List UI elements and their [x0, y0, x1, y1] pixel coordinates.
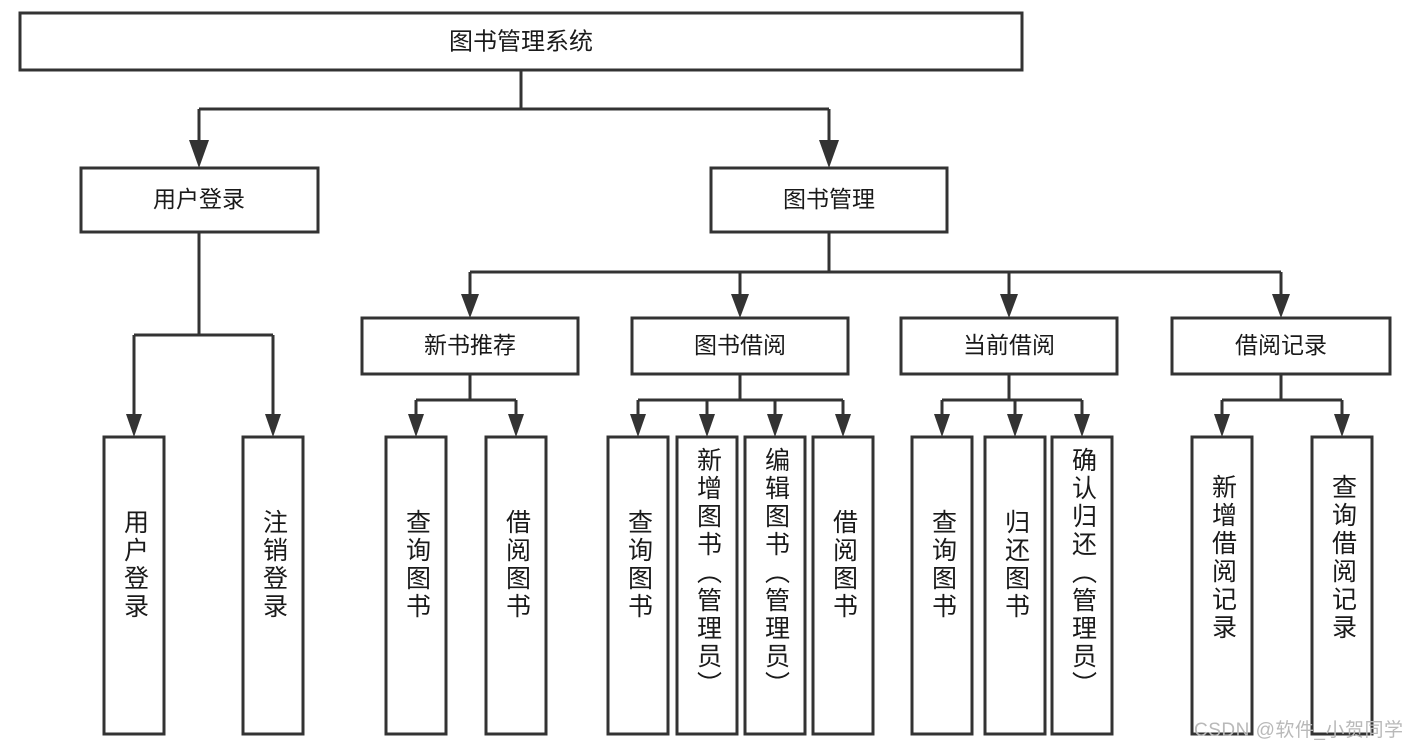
node-borrow-record-box[interactable]: [1170, 316, 1392, 376]
leaf-node-group: [102, 435, 1374, 736]
node-current-borrow-label: 当前借阅: [963, 332, 1055, 358]
leaf-query-book-current-box[interactable]: [910, 435, 974, 736]
arrow-to-leaf-return-book: [1007, 414, 1023, 437]
leaf-borrow-book-box[interactable]: [811, 435, 875, 736]
node-current-borrow[interactable]: 当前借阅: [899, 316, 1119, 376]
node-user-login-label: 用户登录: [153, 186, 245, 212]
node-borrow-record[interactable]: 借阅记录: [1170, 316, 1392, 376]
root-node[interactable]: 图书管理系统: [18, 11, 1024, 72]
arrow-to-current-borrow: [1000, 294, 1018, 318]
arrow-to-leaf-confirm-return-admin: [1074, 414, 1090, 437]
arrow-to-leaf-query-book-current: [934, 414, 950, 437]
node-new-book-recommend-label: 新书推荐: [424, 332, 516, 358]
arrow-to-leaf-query-borrow-record: [1334, 414, 1350, 437]
node-book-management[interactable]: 图书管理: [709, 166, 949, 234]
leaf-confirm-return-admin-box[interactable]: [1050, 435, 1114, 736]
arrow-to-leaf-edit-book-admin: [767, 414, 783, 437]
leaf-add-borrow-record-box[interactable]: [1190, 435, 1254, 736]
node-book-management-box[interactable]: [709, 166, 949, 234]
leaf-query-book-recommend-box[interactable]: [384, 435, 448, 736]
arrow-to-book-management: [819, 140, 839, 168]
csdn-watermark: CSDN @软件_小贺同学: [1194, 720, 1404, 741]
node-user-login[interactable]: 用户登录: [79, 166, 320, 234]
node-book-borrow[interactable]: 图书借阅: [630, 316, 850, 376]
root-node-label: 图书管理系统: [449, 28, 593, 55]
arrow-to-user-login: [189, 140, 209, 168]
node-book-management-label: 图书管理: [783, 186, 875, 212]
node-user-login-box[interactable]: [79, 166, 320, 234]
leaf-query-borrow-record-box[interactable]: [1310, 435, 1374, 736]
arrow-to-new-book-recommend: [461, 294, 479, 318]
arrow-to-leaf-user-login: [126, 414, 142, 437]
leaf-return-book-box[interactable]: [983, 435, 1047, 736]
arrow-to-leaf-query-book-recommend: [408, 414, 424, 437]
node-current-borrow-box[interactable]: [899, 316, 1119, 376]
arrow-to-book-borrow: [731, 294, 749, 318]
leaf-add-book-admin-box[interactable]: [675, 435, 739, 736]
leaf-logout-box[interactable]: [241, 435, 305, 736]
leaf-edit-book-admin-box[interactable]: [743, 435, 807, 736]
arrow-to-borrow-record: [1272, 294, 1290, 318]
node-book-borrow-box[interactable]: [630, 316, 850, 376]
node-borrow-record-label: 借阅记录: [1235, 332, 1327, 358]
node-book-borrow-label: 图书借阅: [694, 332, 786, 358]
arrow-to-leaf-query-book-borrow: [630, 414, 646, 437]
arrowhead-group: [126, 140, 1350, 437]
node-new-book-recommend-box[interactable]: [360, 316, 580, 376]
node-new-book-recommend[interactable]: 新书推荐: [360, 316, 580, 376]
arrow-to-leaf-borrow-book-recommend: [508, 414, 524, 437]
leaf-borrow-book-recommend-box[interactable]: [484, 435, 548, 736]
arrow-to-leaf-add-borrow-record: [1214, 414, 1230, 437]
leaf-user-login-box[interactable]: [102, 435, 166, 736]
root-node-box[interactable]: [18, 11, 1024, 72]
leaf-query-book-borrow-box[interactable]: [606, 435, 670, 736]
arrow-to-leaf-borrow-book: [835, 414, 851, 437]
arrow-to-leaf-logout: [265, 414, 281, 437]
arrow-to-leaf-add-book-admin: [699, 414, 715, 437]
